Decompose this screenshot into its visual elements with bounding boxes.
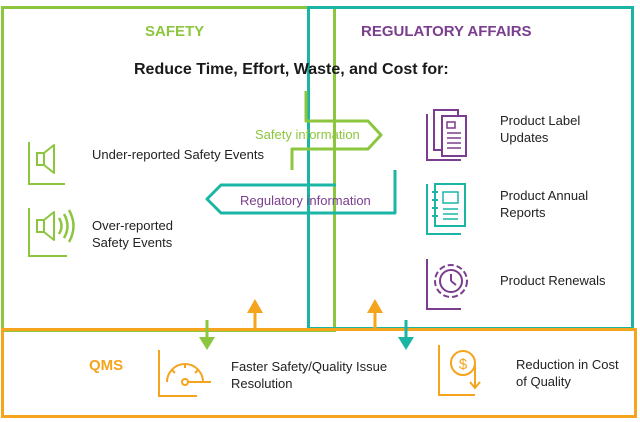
qms-section [1,328,637,418]
safety-information-arrow [290,91,383,170]
green-down-arrow [199,320,215,350]
safety-title: SAFETY [145,23,205,40]
safety-item-over-reported: Over-reported Safety Events [92,218,173,250]
regulatory-item-annual-reports: Product Annual Reports [500,188,589,220]
regulatory-information-label: Regulatory information [240,193,371,208]
regulatory-information-arrow [205,170,397,215]
svg-text:$: $ [459,356,468,373]
orange-up-arrow-left [247,299,263,330]
safety-item-under-reported: Under-reported Safety Events [92,147,264,162]
regulatory-item-label-updates: Product Label Updates [500,113,581,145]
gear-clock-icon [426,259,468,310]
speaker-loud-icon [28,208,75,257]
cost-down-icon: $ [438,345,481,396]
qms-title: QMS [89,357,124,374]
main-heading: Reduce Time, Effort, Waste, and Cost for… [134,61,449,78]
regulatory-item-renewals: Product Renewals [500,273,606,288]
regulatory-title: REGULATORY AFFAIRS [361,23,532,40]
qms-item-cost-reduction: Reduction in Cost of Quality [516,357,619,389]
qms-item-faster-resolution: Faster Safety/Quality Issue Resolution [231,359,388,391]
safety-information-label: Safety information [255,127,360,142]
orange-up-arrow-right [367,299,383,330]
report-book-icon [426,183,466,235]
document-stack-icon [426,109,467,161]
teal-down-arrow [398,320,414,350]
speaker-low-icon [28,142,65,185]
speedometer-icon [158,350,211,397]
